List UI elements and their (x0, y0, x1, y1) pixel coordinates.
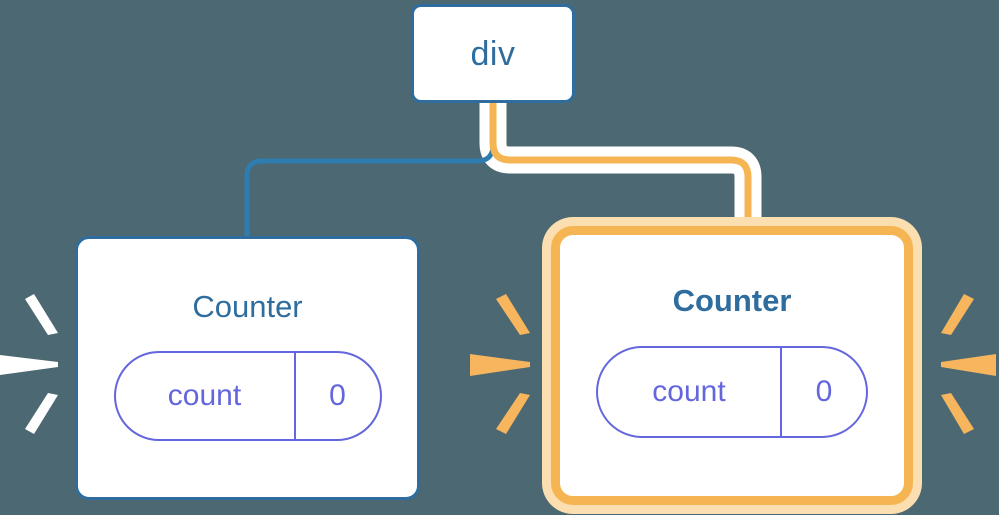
ray-upper-icon (496, 294, 530, 335)
rays-right-orange-icon (941, 294, 996, 434)
ray-middle-icon (470, 354, 530, 376)
state-key-count: count (598, 348, 782, 436)
ray-upper-icon (25, 294, 58, 335)
node-counter-a[interactable]: Counter count 0 (75, 236, 420, 500)
state-value-count: 0 (815, 375, 833, 408)
ray-lower-icon (25, 393, 58, 434)
ray-lower-icon (941, 393, 974, 434)
ray-middle-icon (941, 354, 996, 376)
rays-left-white-icon (0, 294, 58, 434)
node-div[interactable]: div (411, 4, 575, 103)
edge-div-counter-b-glow (479, 103, 762, 228)
state-pill-counter-b[interactable]: count 0 (596, 346, 868, 438)
node-counter-a-title: Counter (192, 289, 303, 324)
ray-lower-icon (496, 393, 530, 434)
state-pill-counter-a[interactable]: count 0 (113, 351, 382, 441)
edge-div-counter-a (244, 103, 496, 238)
state-key-count: count (116, 353, 296, 439)
node-counter-b-title: Counter (672, 283, 792, 318)
ray-upper-icon (941, 294, 974, 335)
node-div-label: div (470, 34, 516, 73)
node-counter-b[interactable]: Counter count 0 (551, 226, 913, 505)
edge-div-counter-b (489, 103, 752, 228)
rays-middle-orange-icon (470, 294, 530, 434)
state-value-count: 0 (329, 379, 346, 412)
ray-middle-icon (0, 355, 58, 375)
